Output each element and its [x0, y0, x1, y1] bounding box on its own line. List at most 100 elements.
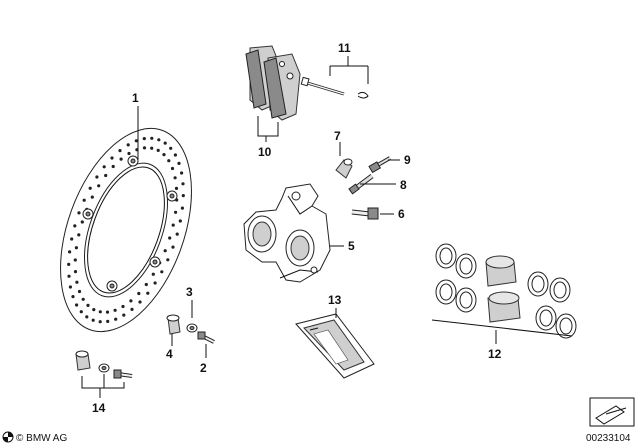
disc-hole [111, 164, 115, 169]
callout-6[interactable]: 6 [398, 207, 405, 221]
catalog-arrow-icon[interactable] [589, 397, 635, 427]
disc-hole [86, 303, 90, 307]
disc-hole [180, 206, 184, 210]
disc-hole [98, 320, 102, 324]
disc-hole [174, 210, 178, 214]
callout-9[interactable]: 9 [404, 153, 411, 167]
disc-hole [113, 308, 117, 312]
disc-hole [106, 319, 110, 323]
disc-hole [173, 153, 177, 157]
brake-disc[interactable] [35, 111, 217, 350]
disc-hole [121, 304, 125, 309]
seal-and-piston-set[interactable] [431, 243, 577, 339]
disc-hole [168, 236, 172, 240]
small-screw-set[interactable] [75, 350, 133, 379]
callout-12[interactable]: 12 [488, 347, 502, 361]
brake-pads[interactable] [245, 45, 301, 121]
bleed-valve-cap[interactable] [335, 158, 353, 179]
disc-hole [167, 159, 171, 163]
disc-hole [98, 310, 102, 314]
disc-hole [75, 280, 79, 284]
disc-hole [104, 173, 108, 178]
disc-hole [171, 223, 175, 227]
pad-pin-and-clip[interactable] [300, 76, 369, 99]
disc-hole [73, 258, 77, 262]
disc-hole [163, 141, 167, 145]
callout-13[interactable]: 13 [328, 293, 342, 307]
disc-hole [71, 295, 75, 299]
disc-hole [105, 310, 110, 314]
disc-hole [82, 198, 86, 202]
disc-holes [67, 136, 185, 324]
disc-hole [150, 136, 154, 140]
disc-hole [130, 307, 134, 311]
footer: © BMW AG 00233104 [2, 397, 635, 444]
disc-hole [169, 146, 173, 150]
disc-hole [170, 166, 175, 171]
disc-hole [126, 143, 130, 147]
disc-hole [137, 291, 141, 296]
disc-hole [67, 262, 71, 266]
disc-screw-set[interactable] [166, 314, 215, 344]
disc-hole [70, 237, 74, 241]
disc-hole [73, 224, 77, 228]
disc-hole [75, 303, 79, 307]
disc-hole [68, 285, 72, 289]
disc-hole [90, 195, 94, 199]
disc-hole [114, 317, 118, 321]
disc-hole [95, 175, 99, 179]
disc-hole [173, 176, 177, 180]
disc-hole [156, 148, 160, 152]
disc-hole [77, 233, 81, 237]
disc-hole [88, 186, 92, 190]
disc-hole [73, 270, 78, 274]
callout-3[interactable]: 3 [186, 285, 193, 299]
disc-hole [85, 315, 89, 319]
bleed-valve[interactable] [348, 156, 391, 195]
disc-hole [110, 156, 114, 160]
disc-hole [146, 291, 150, 295]
disc-hole [122, 313, 126, 317]
disc-hole [68, 250, 72, 254]
disc-hole [181, 182, 185, 186]
disc-hole [81, 297, 85, 301]
disc-hole [171, 245, 175, 249]
disc-hole [157, 138, 161, 142]
disc-hole [77, 289, 82, 294]
disc-hole [151, 272, 155, 276]
disc-hole [80, 220, 84, 224]
disc-hole [134, 139, 138, 143]
disc-hole [178, 219, 182, 223]
callout-8[interactable]: 8 [400, 178, 407, 192]
disc-hole [175, 232, 179, 236]
callout-4[interactable]: 4 [166, 347, 173, 361]
disc-hole [97, 184, 101, 188]
callout-5[interactable]: 5 [348, 239, 355, 253]
disc-hole [142, 137, 146, 141]
callout-10[interactable]: 10 [258, 145, 272, 159]
leader-lines [81, 56, 497, 398]
disc-hole [181, 194, 185, 198]
disc-hole [142, 146, 147, 150]
disc-hole [119, 157, 123, 161]
disc-hole [174, 186, 179, 190]
disc-hole [74, 246, 78, 250]
callout-11[interactable]: 11 [338, 41, 351, 55]
disc-hole [166, 258, 170, 262]
caliper-mounting-bolt[interactable] [351, 207, 379, 220]
disc-hole [127, 151, 131, 156]
disc-hole [129, 299, 133, 303]
disc-hole [79, 310, 83, 314]
disc-carrier-bolts [82, 155, 178, 292]
callout-1[interactable]: 1 [132, 91, 139, 105]
disc-hole [144, 282, 148, 287]
callout-2[interactable]: 2 [200, 361, 207, 375]
callout-7[interactable]: 7 [334, 129, 341, 143]
brake-caliper[interactable] [243, 183, 331, 283]
callout-14[interactable]: 14 [92, 401, 106, 415]
disc-hole [91, 318, 95, 322]
instruction-label[interactable] [295, 313, 375, 379]
disc-hole [153, 281, 157, 285]
diagram-number: 00233104 [586, 433, 631, 444]
